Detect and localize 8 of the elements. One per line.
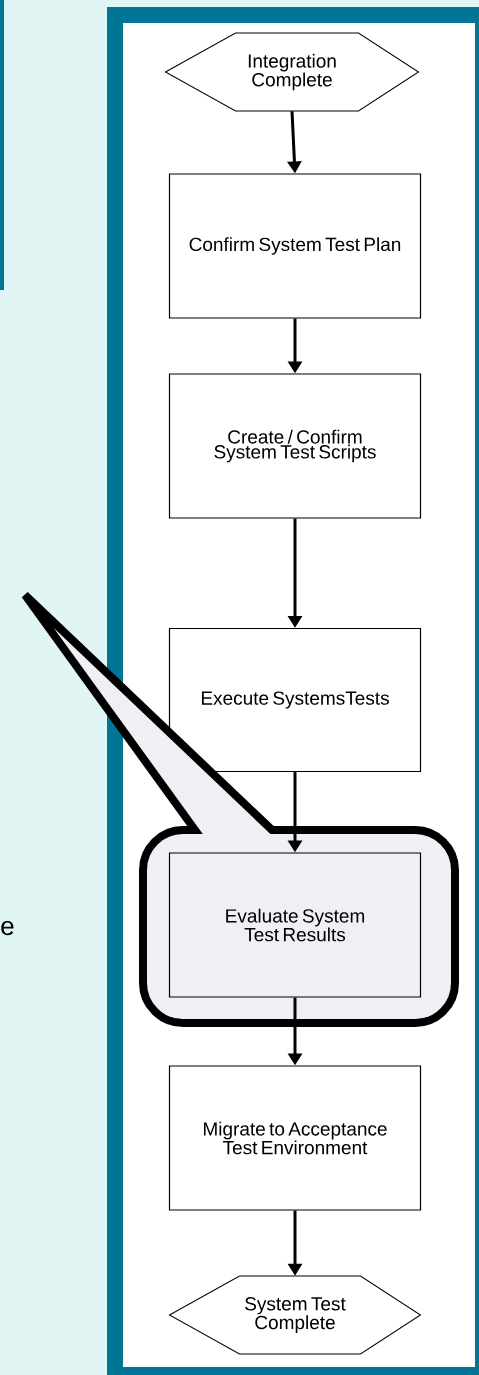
process-box: Evaluate System Test Results — [168, 852, 422, 998]
process-box: Create / Confirm System Test Scripts — [168, 373, 422, 519]
process-box: Confirm System Test Plan — [168, 173, 422, 319]
terminal-hexagon: System Test Complete — [169, 1275, 421, 1355]
text-fragment: e — [1, 920, 14, 936]
process-box: Migrate to Acceptance Test Environment — [168, 1065, 422, 1211]
process-box: Execute SystemsTests — [168, 627, 422, 773]
terminal-hexagon: Integration Complete — [165, 32, 419, 112]
